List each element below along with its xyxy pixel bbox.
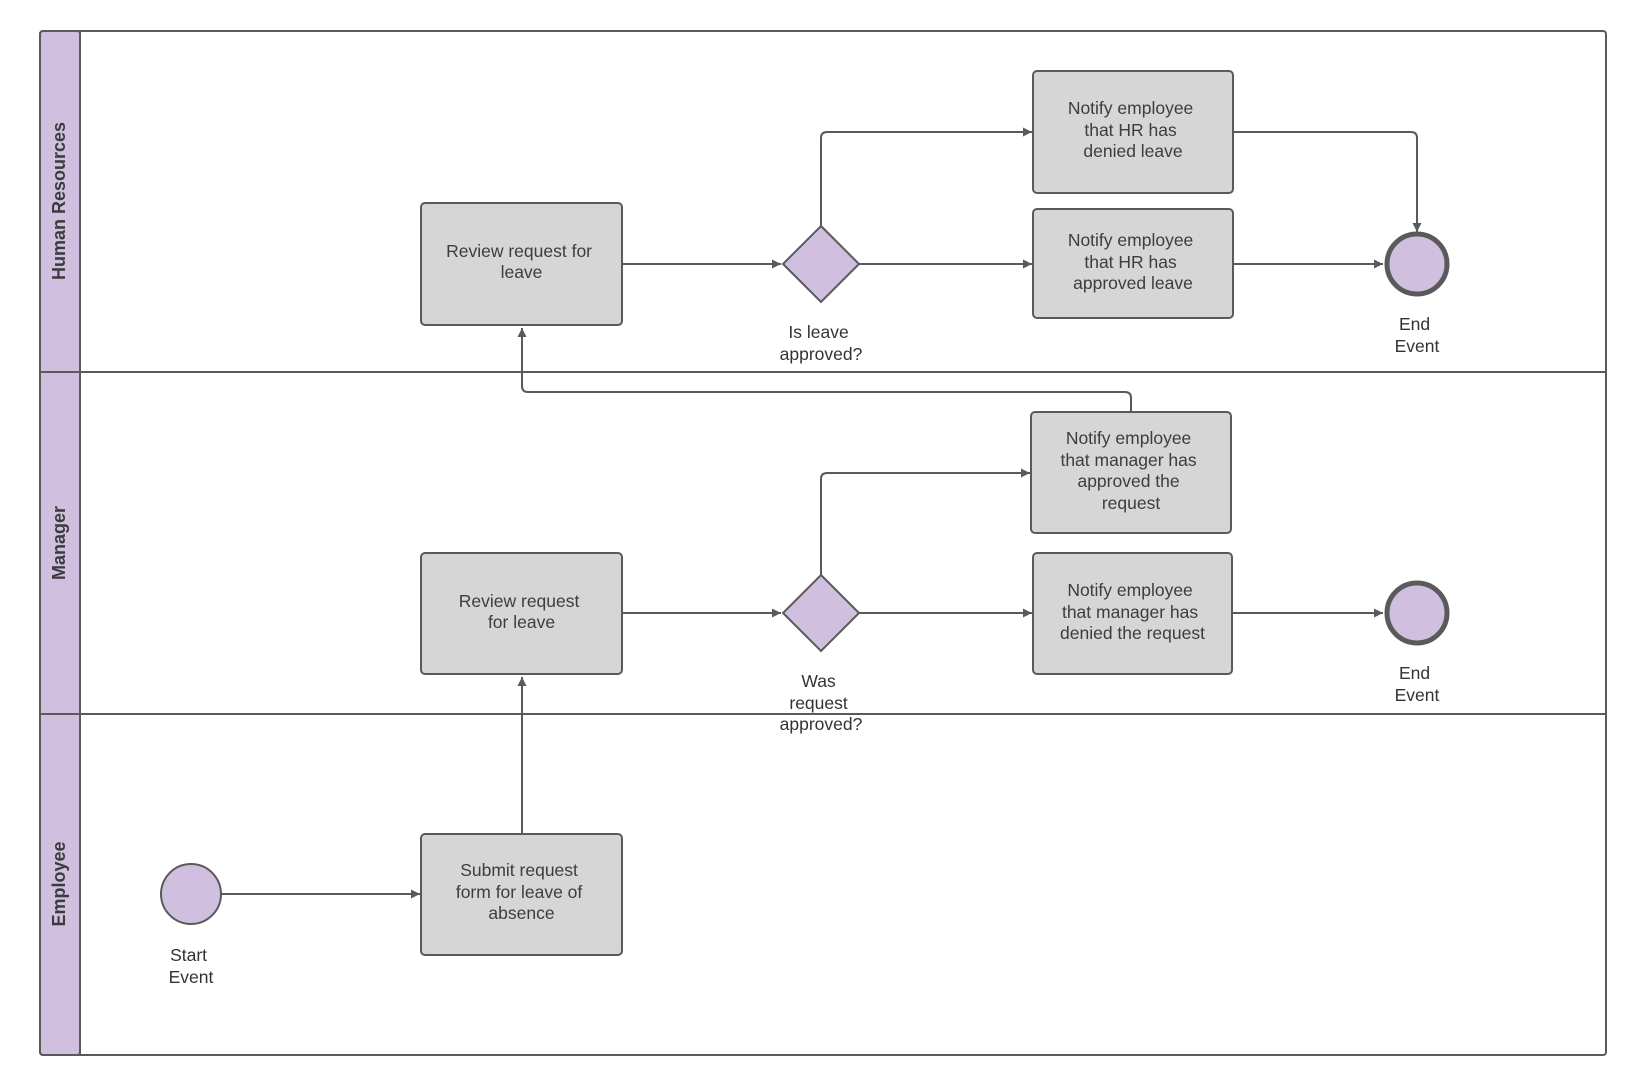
gateway-diamond [781, 573, 861, 653]
gateway-diamond [781, 224, 861, 304]
task-box [420, 833, 623, 956]
pool: Human Resources Manager Employee [39, 30, 1607, 1056]
task-mgr-review[interactable]: Review request for leave [420, 552, 623, 675]
task-label: Notify employee that HR has denied leave [1068, 98, 1198, 161]
task-label: Submit request form for leave of absence [456, 860, 587, 923]
task-mgr-notify-denied[interactable]: Notify employee that manager has denied … [1032, 552, 1233, 675]
task-label: Notify employee that HR has approved lea… [1068, 230, 1198, 293]
start-event-employee[interactable]: Start Event [160, 863, 222, 987]
task-hr-review[interactable]: Review request for leave [420, 202, 623, 326]
gateway-label: Is leave approved? [780, 322, 863, 364]
task-box [1032, 552, 1233, 675]
task-box [1032, 70, 1234, 194]
lane-label-employee: Employee [49, 841, 69, 926]
event-label: Start Event [169, 945, 214, 987]
lane-label-human-resources: Human Resources [49, 122, 69, 280]
start-event-circle [160, 863, 222, 925]
end-event-hr[interactable]: End Event [1384, 231, 1450, 356]
task-label: Notify employee that manager has approve… [1060, 428, 1201, 513]
task-mgr-notify-approved[interactable]: Notify employee that manager has approve… [1030, 411, 1232, 534]
gateway-hr-leave-approved[interactable]: Is leave approved? [780, 224, 863, 364]
pool-border [39, 30, 1607, 1056]
event-label: End Event [1395, 314, 1440, 356]
flow-hr-gateway-to-denied [820, 127, 1032, 226]
task-hr-notify-approved[interactable]: Notify employee that HR has approved lea… [1032, 208, 1234, 319]
task-label: Review request for leave [446, 241, 597, 282]
end-event-circle [1384, 231, 1450, 297]
task-label: Notify employee that manager has denied … [1060, 580, 1205, 643]
task-box [420, 552, 623, 675]
end-event-manager[interactable]: End Event [1384, 580, 1450, 705]
end-event-circle [1384, 580, 1450, 646]
flow-mgr-gateway-to-approved [820, 468, 1030, 575]
task-box [420, 202, 623, 326]
gateway-mgr-request-approved[interactable]: Was request approved? [780, 573, 863, 734]
task-emp-submit[interactable]: Submit request form for leave of absence [420, 833, 623, 956]
flow-mgr-approved-to-hr-review [517, 328, 1132, 412]
event-label: End Event [1395, 663, 1440, 705]
task-box [1030, 411, 1232, 534]
gateway-label: Was request approved? [780, 671, 863, 734]
task-label: Review request for leave [459, 591, 585, 632]
sequence-flows [221, 127, 1422, 899]
task-box [1032, 208, 1234, 319]
lane-label-manager: Manager [49, 506, 69, 580]
flow-hr-denied-to-end [1233, 131, 1422, 232]
task-hr-notify-denied[interactable]: Notify employee that HR has denied leave [1032, 70, 1234, 194]
